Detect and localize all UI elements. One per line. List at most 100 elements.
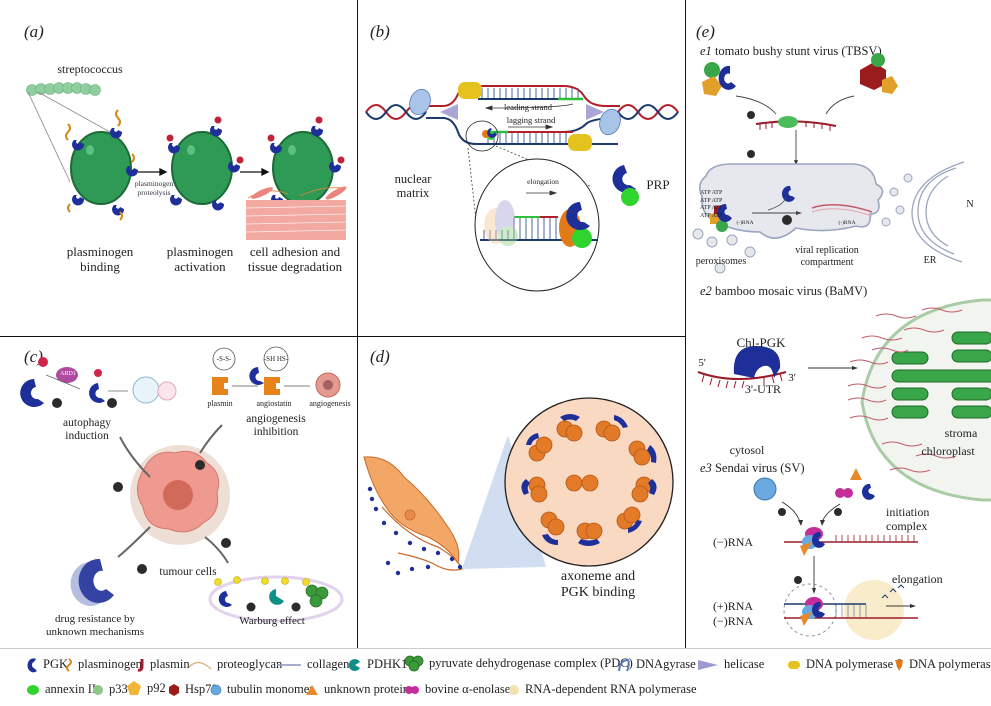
panel-b: (b) <box>358 0 685 336</box>
dna-gyrase-right <box>599 108 621 136</box>
tumour-cell <box>130 445 230 545</box>
leading-strand-label: leading strand <box>504 102 552 112</box>
panel-e: (e) e1 tomato bushy stunt virus (TBSV) <box>686 0 991 648</box>
helicase-left <box>440 104 458 120</box>
legend-item-bovine-alpha-enolase: bovine α-enolase <box>404 682 510 697</box>
legend-item-annexin-ii: annexin II <box>26 682 96 697</box>
pos-rna-label: (+)RNA <box>712 599 754 613</box>
legend-item-pdhk1: PDHK1 <box>348 657 407 672</box>
bacterium-3 <box>272 131 334 205</box>
pdhk1-icon <box>348 658 360 671</box>
ss-label: -S-S- <box>216 355 232 363</box>
legend-item-dna-pol-alpha: DNA polymerase α <box>894 657 991 672</box>
pgk-icon <box>27 657 37 672</box>
legend-item-hsp70: Hsp70 <box>168 682 218 697</box>
panel-d-illustration <box>363 397 674 576</box>
legend-item-collagen: collagen <box>276 657 349 672</box>
sh-hs-label: -SH HS- <box>263 355 289 363</box>
streptococcus-chain <box>26 82 101 96</box>
divider-vertical-be <box>685 0 686 648</box>
streptococcus-label: streptococcus <box>57 62 123 76</box>
legend: PGK plasminogen plasmin proteoglycan col… <box>0 648 991 706</box>
initiation-complex-label: initiation complex <box>886 505 930 533</box>
dna-polymerase-delta-icon <box>788 660 800 669</box>
p92-icon <box>127 681 141 695</box>
microtubule-doublets <box>528 420 653 540</box>
prp-label: PRP <box>646 177 670 192</box>
panel-b-illustration <box>365 82 679 292</box>
arrow-label-proteolysis: plasminogen proteolysis <box>134 179 174 197</box>
panel-a-label: (a) <box>24 22 44 41</box>
atp-labels: ATP ATP ATP ATP ATP ATP ATP ATP <box>700 190 723 219</box>
chl-pgk-label: Chl-PGK <box>736 335 786 350</box>
divider-horizontal <box>0 336 685 337</box>
legend-item-unknown-protein: unknown protein <box>305 682 409 697</box>
e2-title: e2 bamboo mosaic virus (BaMV) <box>700 284 868 298</box>
legend-item-p33: p33 <box>92 682 128 697</box>
unknown-protein-icon <box>306 684 318 695</box>
panel-d: (d) <box>358 337 685 648</box>
neg-rna-label-2: (−)RNA <box>712 614 754 628</box>
elongation-label: elongation <box>527 177 559 186</box>
three-prime-label: 3' <box>788 372 796 384</box>
utr-label: 3'-UTR <box>744 382 782 396</box>
prp-icon <box>612 165 636 193</box>
er-label: ER <box>923 255 937 266</box>
ard1-label: ARD1 <box>60 371 76 377</box>
legend-item-pgk: PGK <box>26 657 68 672</box>
step-plasminogen-activation: plasminogen activation <box>166 244 234 274</box>
nuclear-matrix-label: nuclear matrix <box>394 172 432 201</box>
angiogenesis-label: angiogenesis <box>309 399 351 408</box>
tissue <box>245 186 347 240</box>
annexin-ii-icon <box>27 684 39 695</box>
legend-item-tubulin-monomer: tubulin monomer <box>210 682 313 697</box>
e3-title: e3 Sendai virus (SV) <box>700 461 805 475</box>
autophagy-induction-label: autophagy induction <box>63 417 111 443</box>
dna-polymerase-delta-top <box>458 82 482 99</box>
helicase-right <box>586 104 604 120</box>
initiation-complex <box>800 527 825 556</box>
peroxisomes-label: peroxisomes <box>695 256 747 267</box>
bacterium-1 <box>70 131 132 205</box>
panel-e-label: (e) <box>696 22 715 41</box>
plasmin-label: plasmin <box>207 399 233 408</box>
legend-item-pdc: pyruvate dehydrogenase complex (PDC) <box>404 655 633 672</box>
minus-rna-label-1: (-)RNA <box>736 220 754 226</box>
dnagyrase-icon <box>618 658 630 671</box>
angiostatin-label: angiostatin <box>256 399 292 408</box>
drug-resistance-label: drug resistance by unknown mechanisms <box>45 613 145 638</box>
panel-d-label: (d) <box>370 347 390 366</box>
lagging-strand-label: lagging strand <box>506 115 556 125</box>
dna-polymerase-alpha-icon <box>895 659 903 671</box>
panel-a-illustration <box>26 82 347 240</box>
warburg-effect-label: Warburg effect <box>239 615 305 627</box>
legend-item-helicase: helicase <box>697 657 764 672</box>
pdc-icon <box>404 655 424 672</box>
panel-c-illustration <box>20 346 344 623</box>
angiogenesis-inhibition-label: angiogenesis inhibition <box>246 413 306 439</box>
e1-title: e1 tomato bushy stunt virus (TBSV) <box>700 44 882 58</box>
legend-item-plasminogen: plasminogen <box>65 657 142 672</box>
legend-item-rdrp: RNA-dependent RNA polymerase <box>508 682 697 697</box>
chl-pgk <box>733 346 781 378</box>
viral-rna-strands <box>847 307 963 473</box>
axoneme-caption: axoneme and PGK binding <box>560 569 636 601</box>
minus-rna-label-2: (-)RNA <box>838 220 856 226</box>
panel-a: (a) streptococcus <box>0 0 357 336</box>
cytosol-label: cytosol <box>729 443 765 457</box>
elongation-label-e3: elongation <box>892 572 943 586</box>
five-prime-label: 5' <box>698 357 706 369</box>
plasmin-icon <box>137 658 144 672</box>
divider-vertical-ab <box>357 0 358 648</box>
hsp70-icon <box>169 683 179 696</box>
neg-rna-label: (−)RNA <box>712 535 754 549</box>
tubulin-monomer-icon <box>210 684 222 695</box>
panel-b-label: (b) <box>370 22 390 41</box>
rdrp-icon <box>509 684 519 695</box>
n-label: N <box>966 199 974 210</box>
helicase-icon <box>698 659 718 670</box>
tumour-cells-label: tumour cells <box>159 566 217 578</box>
pgk-bound <box>521 414 657 546</box>
step-plasminogen-binding: plasminogen binding <box>66 244 134 274</box>
legend-item-plasmin: plasmin <box>137 657 190 672</box>
